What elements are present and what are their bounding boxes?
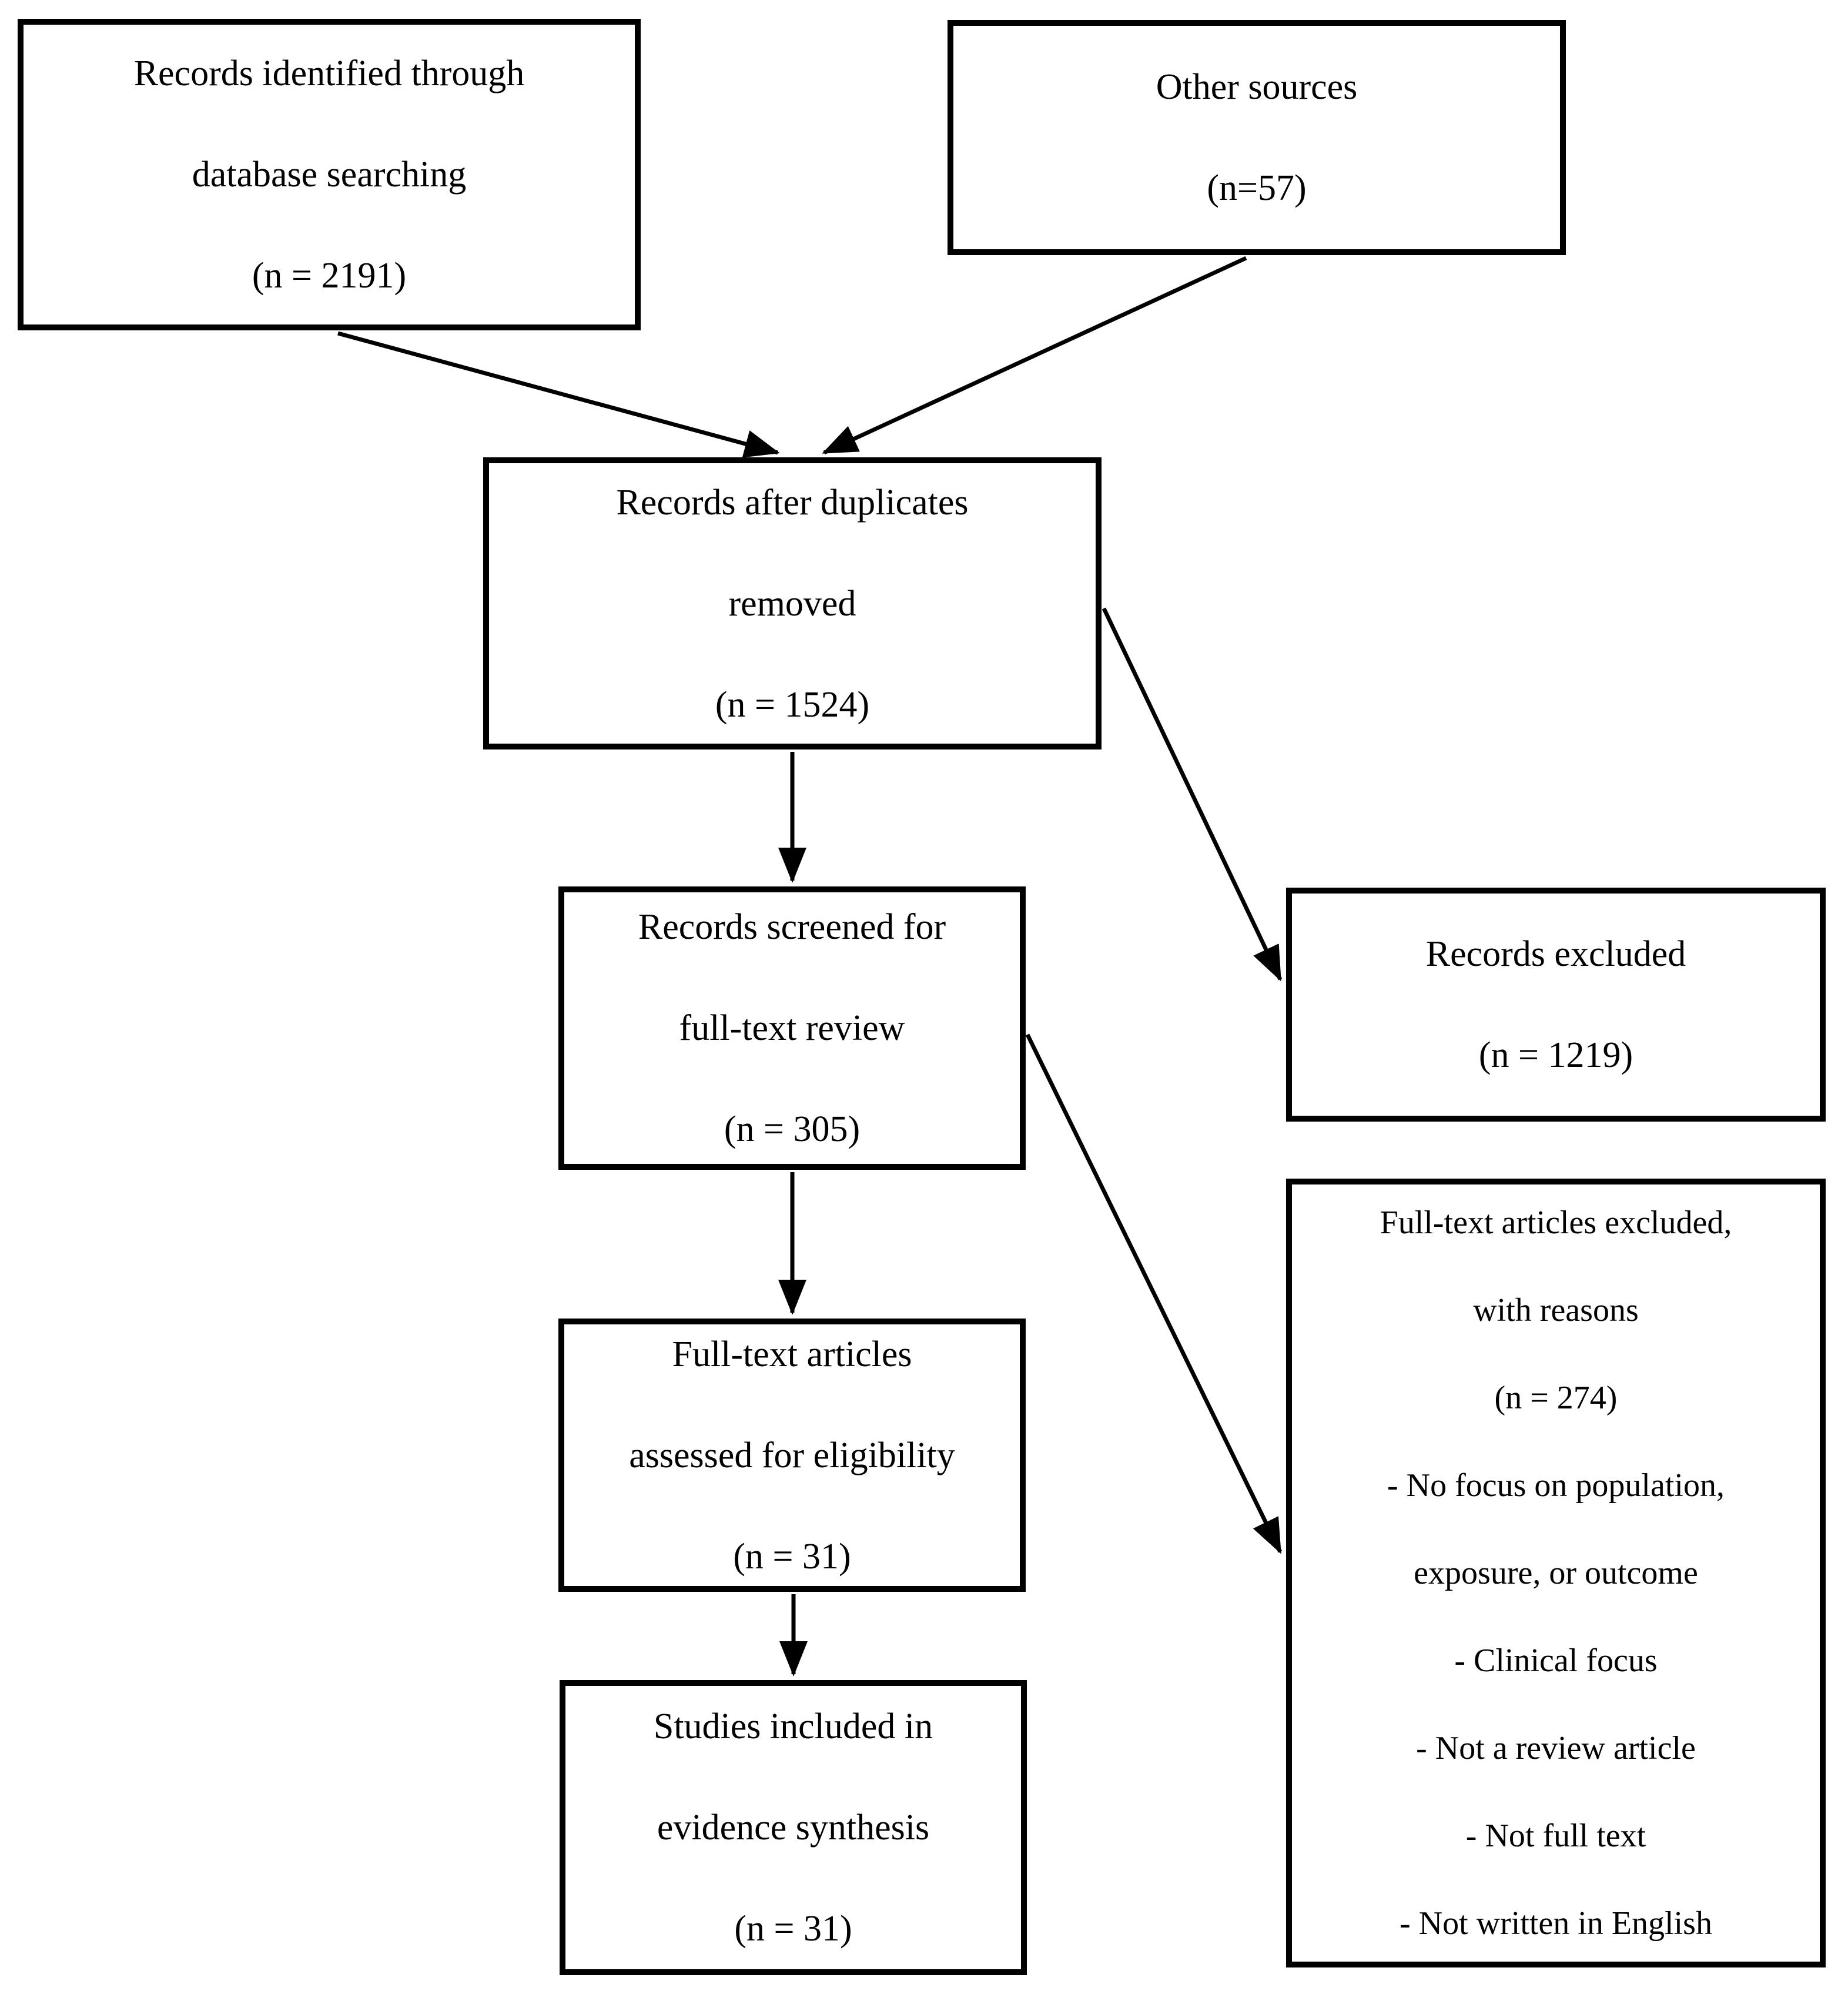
box-records-excluded: Records excluded (n = 1219) bbox=[1286, 888, 1826, 1122]
box-line: with reasons bbox=[1473, 1291, 1639, 1329]
arrow-other-sources-to-duplicates bbox=[822, 256, 1247, 455]
box-line: full-text review bbox=[679, 1008, 905, 1048]
box-count: (n = 1524) bbox=[715, 684, 870, 725]
exclusion-reason: - Not full text bbox=[1465, 1817, 1646, 1854]
box-line: Studies included in bbox=[653, 1706, 933, 1746]
box-line: Records excluded bbox=[1425, 934, 1686, 974]
box-count: (n = 31) bbox=[733, 1536, 851, 1577]
exclusion-reason: - Clinical focus bbox=[1454, 1642, 1658, 1679]
box-count: (n = 2191) bbox=[252, 256, 407, 296]
arrow-screened-to-fulltext-excluded bbox=[1025, 1033, 1283, 1554]
box-line: assessed for eligibility bbox=[629, 1435, 955, 1475]
box-count: (n = 31) bbox=[734, 1909, 852, 1949]
box-line: removed bbox=[728, 583, 856, 624]
exclusion-reason: exposure, or outcome bbox=[1414, 1554, 1698, 1591]
box-line: Full-text articles excluded, bbox=[1380, 1204, 1732, 1241]
box-count: (n = 274) bbox=[1494, 1379, 1618, 1416]
box-line: Records after duplicates bbox=[616, 482, 969, 523]
box-line: Records identified through bbox=[133, 53, 525, 93]
box-line: Records screened for bbox=[638, 907, 946, 947]
exclusion-reason: - No focus on population, bbox=[1387, 1467, 1725, 1504]
exclusion-reason: - Not a review article bbox=[1416, 1729, 1696, 1766]
exclusion-reason: - Not written in English bbox=[1400, 1905, 1712, 1942]
box-fulltext-assessed: Full-text articles assessed for eligibil… bbox=[558, 1319, 1026, 1592]
box-line: database searching bbox=[192, 155, 467, 195]
box-records-identified: Records identified through database sear… bbox=[18, 19, 641, 330]
box-studies-included: Studies included in evidence synthesis (… bbox=[560, 1680, 1027, 1975]
box-count: (n = 1219) bbox=[1478, 1035, 1633, 1075]
box-duplicates-removed: Records after duplicates removed (n = 15… bbox=[483, 457, 1102, 749]
arrow-identified-to-duplicates bbox=[337, 331, 780, 458]
box-other-sources: Other sources (n=57) bbox=[948, 20, 1566, 255]
box-fulltext-excluded-reasons: Full-text articles excluded, with reason… bbox=[1286, 1179, 1826, 1967]
box-line: Full-text articles bbox=[672, 1334, 912, 1374]
box-count: (n=57) bbox=[1207, 168, 1307, 208]
arrow-duplicates-to-records-excluded bbox=[1102, 607, 1283, 982]
box-records-screened: Records screened for full-text review (n… bbox=[558, 886, 1026, 1170]
box-line: Other sources bbox=[1156, 67, 1358, 107]
box-line: evidence synthesis bbox=[657, 1808, 930, 1848]
box-count: (n = 305) bbox=[724, 1109, 861, 1149]
